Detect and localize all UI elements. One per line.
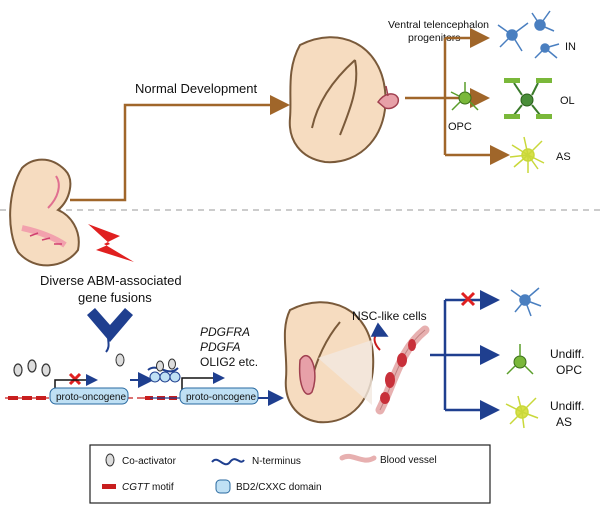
left-coactivators [13, 359, 51, 377]
oligodendrocyte-cell [504, 78, 552, 119]
legend-nterminus: N-terminus [252, 456, 301, 467]
opc-label: OPC [448, 121, 472, 133]
opc-cell-bottom [506, 344, 534, 375]
undiff-opc-label-1: Undiff. [550, 347, 584, 361]
gene-pdgfra: PDGFRA [200, 325, 250, 339]
opc-cell-top [450, 82, 479, 111]
nsc-like-label: NSC-like cells [352, 309, 427, 323]
fusion-complex [115, 353, 181, 383]
undiff-opc-label-2: OPC [556, 363, 582, 377]
proto-oncogene-label-left: proto-oncogene [56, 392, 126, 403]
legend-coactivator-icon [105, 453, 115, 467]
legend-coactivator: Co-activator [122, 456, 177, 467]
gene-pdgfa: PDGFA [200, 340, 240, 354]
red-x-icon-right [460, 291, 476, 307]
proto-oncogene-label-right: proto-oncogene [186, 392, 256, 403]
legend-nterminus-icon [211, 458, 245, 466]
bottom-branch-arrows [430, 290, 500, 420]
interneuron-cell-bottom [510, 287, 542, 317]
legend-bd2: BD2/CXXC domain [236, 482, 322, 493]
progenitor-cell [376, 85, 400, 110]
lightning-icon [88, 224, 134, 262]
as-label: AS [556, 151, 571, 163]
nsc-cells-blood-vessel [370, 322, 430, 415]
legend-cgtt-icon [102, 484, 116, 489]
astrocyte-cell-top [509, 136, 545, 173]
ventral-label-2: progenitors [408, 32, 461, 44]
legend-blood-vessel: Blood vessel [380, 455, 437, 466]
adult-brain-bottom [283, 301, 375, 424]
top-branch-arrows [405, 28, 510, 165]
proto-oncogene-box-left [49, 387, 129, 405]
legend-cgtt: CGTT motif [122, 482, 174, 493]
undiff-as-label-1: Undiff. [550, 399, 584, 413]
fusions-label-1: Diverse ABM-associated [40, 273, 182, 288]
red-x-icon-left [68, 372, 82, 386]
proto-oncogene-box-right [179, 387, 259, 405]
gene-olig2: OLIG2 etc. [200, 355, 258, 369]
astrocyte-cell-bottom [505, 395, 539, 429]
fusions-label-2: gene fusions [78, 290, 152, 305]
legend-blood-vessel-icon [339, 453, 377, 463]
normal-development-arrow [70, 95, 290, 202]
fusion-chevron-icon [87, 308, 133, 342]
legend: Co-activator N-terminus Blood vessel CGT… [89, 444, 491, 504]
in-label: IN [565, 41, 576, 53]
interneuron-cells [497, 10, 560, 59]
ol-label: OL [560, 95, 575, 107]
ventral-label-1: Ventral telencephalon [388, 19, 489, 31]
embryonic-brain [9, 158, 80, 267]
legend-bd2-icon [215, 479, 231, 494]
undiff-as-label-2: AS [556, 415, 572, 429]
adult-brain-top [288, 36, 387, 164]
left-cgtt-motifs [8, 396, 46, 400]
normal-development-label: Normal Development [135, 81, 257, 96]
